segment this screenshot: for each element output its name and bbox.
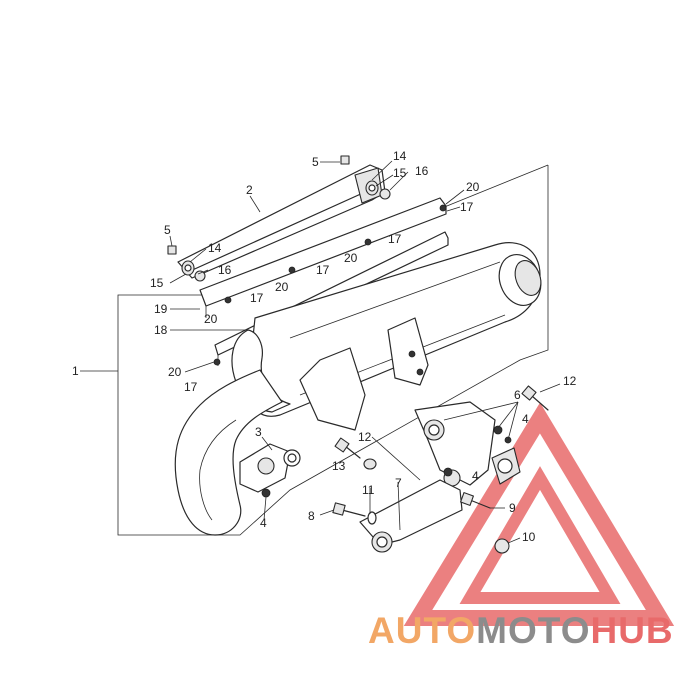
label-part-4-mid: 4 (472, 469, 479, 483)
part-number-labels: 1 2 5 14 15 16 20 17 5 14 17 20 16 17 15… (72, 149, 577, 544)
exhaust-flange (239, 443, 301, 498)
bolts-and-nuts (167, 155, 549, 554)
label-part-10: 10 (522, 530, 536, 544)
label-part-13: 13 (332, 459, 346, 473)
label-part-16-top: 16 (415, 164, 429, 178)
label-part-12-right: 12 (563, 374, 577, 388)
label-part-15-top: 15 (393, 166, 407, 180)
label-part-5-top: 5 (312, 155, 319, 169)
label-part-1: 1 (72, 364, 79, 378)
label-part-6: 6 (514, 388, 521, 402)
exhaust-pipe (174, 369, 283, 536)
leader-lines (80, 160, 561, 544)
label-part-17-low: 17 (184, 380, 198, 394)
label-part-8: 8 (308, 509, 315, 523)
label-part-2: 2 (246, 183, 253, 197)
label-part-3: 3 (255, 425, 262, 439)
label-part-20-mid3: 20 (204, 312, 218, 326)
label-part-17-top: 17 (460, 200, 474, 214)
label-part-14-top: 14 (393, 149, 407, 163)
label-part-15-left: 15 (150, 276, 164, 290)
label-part-20-mid2: 20 (275, 280, 289, 294)
muffler-mount-brackets (299, 317, 429, 431)
label-part-20-low: 20 (168, 365, 182, 379)
label-part-11: 11 (362, 483, 375, 497)
label-part-4-flange: 4 (260, 516, 267, 530)
watermark-hub: HUB (590, 610, 674, 651)
watermark-moto: MOTO (476, 610, 591, 651)
label-part-4-right: 4 (522, 412, 529, 426)
label-part-7: 7 (395, 476, 402, 490)
label-part-18: 18 (154, 323, 168, 337)
label-part-16-left: 16 (218, 263, 232, 277)
label-part-5-left: 5 (164, 223, 171, 237)
label-part-20-mid1: 20 (344, 251, 358, 265)
label-part-19: 19 (154, 302, 168, 316)
label-part-17-mid3: 17 (250, 291, 264, 305)
label-part-12-left: 12 (358, 430, 372, 444)
label-part-17-mid2: 17 (316, 263, 330, 277)
frame-bracket (359, 401, 521, 553)
watermark-text: AUTOMOTOHUB (368, 612, 674, 649)
label-part-14-left: 14 (208, 241, 222, 255)
label-part-20-top: 20 (466, 180, 480, 194)
label-part-9: 9 (509, 501, 516, 515)
watermark-triangle-logo (403, 402, 675, 626)
watermark-auto: AUTO (368, 610, 477, 651)
label-part-17-mid1: 17 (388, 232, 402, 246)
